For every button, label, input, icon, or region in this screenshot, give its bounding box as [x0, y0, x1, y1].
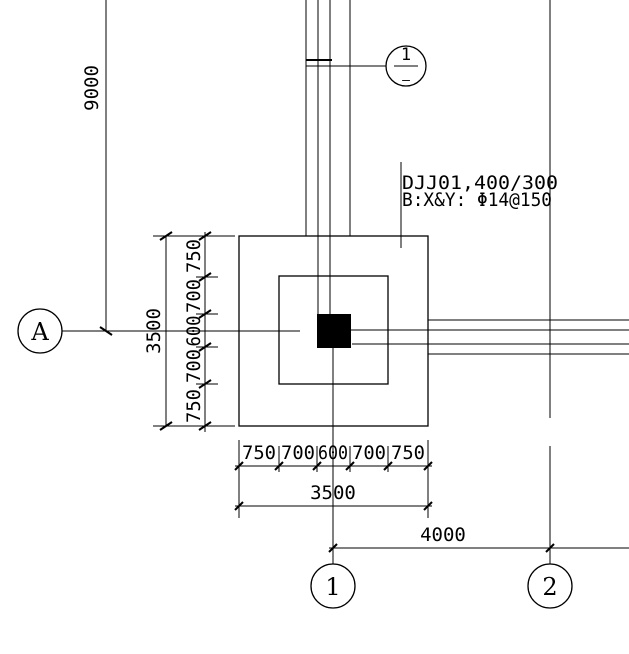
bottom-segment-3: 600: [318, 442, 348, 464]
footing-outer-step: [238, 235, 429, 427]
left-segment-1: 750: [183, 239, 205, 273]
axis-bubble-a-label: A: [30, 318, 49, 346]
footing-inner-step: [278, 275, 389, 385]
bottom-segment-2: 700: [281, 442, 315, 464]
axis-bubble-1: 1: [310, 563, 356, 609]
section-callout-sheet: —: [402, 73, 410, 88]
section-callout-number: 1: [401, 45, 411, 65]
footing-label: DJJ01,400/300 B:X&Y: Φ14@150: [400, 162, 558, 248]
column: [317, 314, 351, 348]
left-segment-2: 700: [183, 279, 205, 313]
footing-label-line1: DJJ01,400/300: [402, 172, 558, 194]
dimension-4000-text: 4000: [420, 524, 466, 546]
bottom-segment-4: 700: [352, 442, 386, 464]
left-segment-5: 750: [183, 389, 205, 423]
left-segment-3: 600: [183, 316, 205, 347]
left-segment-4: 700: [183, 349, 205, 383]
axis-bubble-1-label: 1: [325, 573, 340, 601]
axis-bubble-2: 2: [527, 563, 573, 609]
dimension-4000: 4000: [328, 524, 629, 553]
dimension-9000-text: 9000: [81, 65, 103, 111]
bottom-total-text: 3500: [310, 482, 356, 504]
left-total-text: 3500: [143, 308, 165, 354]
axis-bubble-2-label: 2: [542, 573, 557, 601]
bottom-segment-1: 750: [242, 442, 276, 464]
footing-label-line2: B:X&Y: Φ14@150: [402, 189, 552, 211]
section-callout: 1 —: [306, 45, 427, 88]
bottom-dimension-chain: 750 700 600 700 750 3500: [234, 440, 433, 518]
bottom-segment-5: 750: [391, 442, 425, 464]
left-dimension-chain: 3500 750 700 600 700 750: [143, 231, 235, 432]
dimension-9000: 9000: [81, 0, 113, 336]
vertical-beam: [305, 0, 351, 320]
axis-bubble-a: A: [17, 308, 63, 354]
horizontal-beam: [350, 319, 629, 355]
